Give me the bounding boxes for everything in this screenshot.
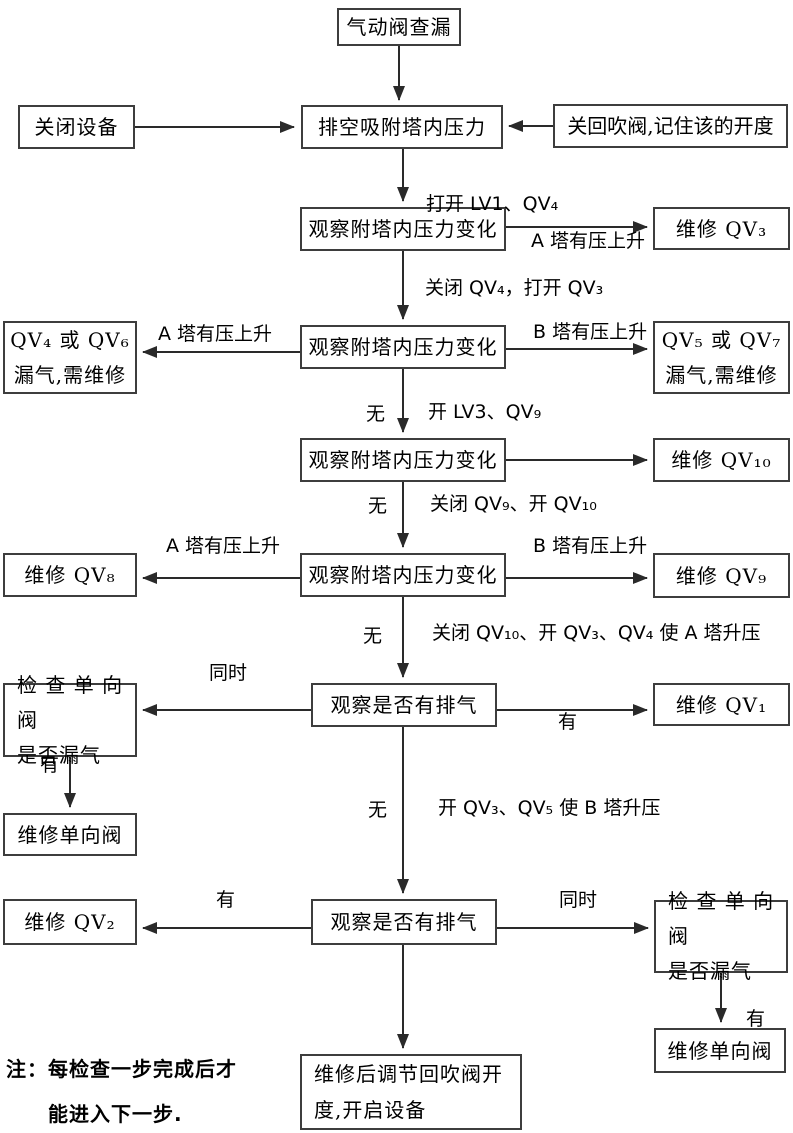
flow-node-qv5-qv7-leak: QV₅ 或 QV₇ 漏气,需维修 bbox=[653, 321, 790, 394]
flow-node-check-oneway-valve-right: 检 查 单 向 阀 是否漏气 bbox=[654, 889, 788, 983]
flow-node-repair-qv8: 维修 QV₈ bbox=[3, 553, 137, 597]
edge-label-none-3: 无 bbox=[363, 625, 383, 647]
edge-label-yes-1: 有 bbox=[558, 711, 578, 733]
flow-node-close-blowback-valve: 关回吹阀,记住该的开度 bbox=[553, 104, 788, 148]
edge-label-open-lv3-qv9: 开 LV3、QV₉ bbox=[428, 401, 542, 423]
edge-label-open-lv1-qv4: 打开 LV1、QV₄ bbox=[426, 193, 559, 215]
edge-label-yes-4: 有 bbox=[746, 1008, 766, 1030]
edge-label-yes-3: 有 bbox=[216, 889, 236, 911]
flow-node-observe-pressure-2: 观察附塔内压力变化 bbox=[300, 325, 506, 369]
edge-label-simultaneous-1: 同时 bbox=[209, 662, 248, 684]
edge-label-close-qv4-open-qv3: 关闭 QV₄，打开 QV₃ bbox=[425, 277, 604, 299]
flow-node-observe-pressure-1: 观察附塔内压力变化 bbox=[300, 207, 506, 251]
edge-label-simultaneous-2: 同时 bbox=[559, 889, 598, 911]
edge-label-none-2: 无 bbox=[368, 495, 388, 517]
flow-node-repair-qv10: 维修 QV₁₀ bbox=[653, 438, 790, 482]
flow-node-repair-qv2: 维修 QV₂ bbox=[3, 899, 137, 945]
note-line-2: 能进入下一步. bbox=[48, 1102, 183, 1126]
flow-node-repair-oneway-valve-right: 维修单向阀 bbox=[654, 1028, 786, 1073]
flow-node-drain-pressure: 排空吸附塔内压力 bbox=[301, 105, 503, 149]
flow-node-repair-qv3: 维修 QV₃ bbox=[653, 207, 790, 250]
flow-node-start: 气动阀查漏 bbox=[337, 8, 461, 46]
edge-label-none-1: 无 bbox=[366, 403, 386, 425]
flow-node-observe-exhaust-2: 观察是否有排气 bbox=[311, 899, 497, 945]
edge-label-close-qv10-raise-a: 关闭 QV₁₀、开 QV₃、QV₄ 使 A 塔升压 bbox=[432, 622, 761, 644]
flow-node-check-oneway-valve-left: 检 查 单 向 阀 是否漏气 bbox=[3, 673, 137, 767]
edge-label-b-tower-rise-3: B 塔有压上升 bbox=[533, 535, 648, 557]
flow-node-repair-oneway-valve-left: 维修单向阀 bbox=[3, 813, 137, 856]
edge-label-none-4: 无 bbox=[368, 799, 388, 821]
flow-node-observe-pressure-4: 观察附塔内压力变化 bbox=[300, 553, 506, 597]
edge-label-b-tower-rise-1: B 塔有压上升 bbox=[533, 321, 648, 343]
edge-label-yes-2: 有 bbox=[40, 754, 60, 776]
note-line-1: 注：每检查一步完成后才 bbox=[6, 1057, 237, 1081]
edge-label-a-tower-rise-2: A 塔有压上升 bbox=[158, 323, 273, 345]
flow-node-final-restore: 维修后调节回吹阀开 度,开启设备 bbox=[300, 1054, 522, 1130]
edge-label-a-tower-rise-3: A 塔有压上升 bbox=[166, 535, 281, 557]
flow-node-close-equipment: 关闭设备 bbox=[18, 105, 135, 149]
flow-node-repair-qv9: 维修 QV₉ bbox=[653, 553, 790, 598]
edge-label-close-qv9-open-qv10: 关闭 QV₉、开 QV₁₀ bbox=[430, 493, 597, 515]
flow-node-qv4-qv6-leak: QV₄ 或 QV₆ 漏气,需维修 bbox=[3, 321, 137, 394]
flow-node-observe-pressure-3: 观察附塔内压力变化 bbox=[300, 438, 506, 482]
flow-node-repair-qv1: 维修 QV₁ bbox=[653, 683, 790, 726]
flow-node-observe-exhaust-1: 观察是否有排气 bbox=[311, 683, 497, 727]
edge-label-a-tower-rise-1: A 塔有压上升 bbox=[531, 230, 646, 252]
edge-label-open-qv3-qv5-raise-b: 开 QV₃、QV₅ 使 B 塔升压 bbox=[438, 797, 661, 819]
